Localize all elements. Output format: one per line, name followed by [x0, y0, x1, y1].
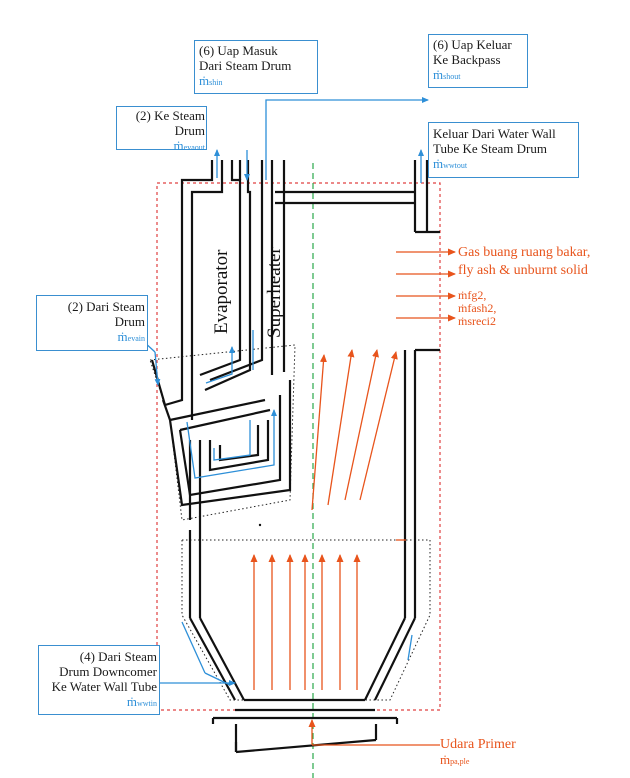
ke-steam-drum-line1: (2) Ke Steam	[135, 108, 205, 123]
dari-steam-drum-box: (2) Dari Steam Drum ṁevain	[36, 295, 148, 351]
keluar-wwt-line1: Keluar Dari Water Wall	[433, 126, 556, 141]
ke-steam-drum-box: (2) Ke Steam Drum ṁevaout	[116, 106, 207, 153]
m-sh-in: ṁshin	[199, 73, 223, 88]
furnace-dotted-outline	[181, 539, 431, 701]
keluar-wwt-box: Keluar Dari Water Wall Tube Ke Steam Dru…	[428, 122, 579, 178]
gas-buang-line2: fly ash & unburnt solid	[458, 263, 588, 278]
keluar-wwt-line2: Tube Ke Steam Drum	[433, 141, 547, 156]
uap-masuk-line2: Dari Steam Drum	[199, 58, 292, 73]
ke-steam-drum-line2: Drum	[174, 123, 205, 138]
dot-marker	[258, 523, 262, 527]
m-eva-out: ṁevaout	[173, 138, 205, 153]
gas-flow-arrows	[250, 248, 456, 746]
downcomer-line2: Drum Downcomer	[59, 664, 157, 679]
m-pa-ple: ṁpa,ple	[440, 752, 470, 767]
uap-keluar-line2: Ke Backpass	[433, 52, 501, 67]
evaporator-label: Evaporator	[211, 249, 232, 334]
downcomer-line3: Ke Water Wall Tube	[51, 679, 157, 694]
m-wwt-in: ṁwwtin	[126, 694, 157, 709]
uap-keluar-line1: (6) Uap Keluar	[433, 37, 512, 52]
dari-steam-drum-line2: Drum	[114, 314, 145, 329]
uap-masuk-box: (6) Uap Masuk Dari Steam Drum ṁshin	[194, 40, 318, 94]
evaporator-dotted-outline	[149, 344, 296, 521]
m-fash2: ṁfash2,	[458, 301, 497, 315]
gas-buang-mass: ṁfg2, ṁfash2, ṁsreci2	[458, 289, 496, 328]
gas-buang-line1: Gas buang ruang bakar,	[458, 245, 591, 260]
dari-steam-drum-line1: (2) Dari Steam	[67, 299, 145, 314]
m-sreci2: ṁsreci2	[458, 314, 496, 328]
gas-buang-label: Gas buang ruang bakar, fly ash & unburnt…	[458, 244, 590, 280]
m-fg2: ṁfg2,	[458, 288, 487, 302]
uap-masuk-line1: (6) Uap Masuk	[199, 43, 278, 58]
boiler-walls	[150, 160, 440, 754]
superheater-label: Superheater	[264, 247, 285, 338]
steam-flow-arrows	[130, 97, 429, 686]
control-volume-boundary	[156, 182, 441, 711]
uap-keluar-box: (6) Uap Keluar Ke Backpass ṁshout	[428, 34, 528, 88]
udara-primer-label: Udara Primer ṁpa,ple	[440, 737, 516, 769]
downcomer-box: (4) Dari Steam Drum Downcomer Ke Water W…	[38, 645, 160, 715]
m-eva-in: ṁevain	[117, 329, 145, 344]
udara-primer-line1: Udara Primer	[440, 737, 516, 752]
m-wwt-out: ṁwwtout	[433, 156, 468, 171]
m-sh-out: ṁshout	[433, 67, 461, 82]
downcomer-line1: (4) Dari Steam	[79, 649, 157, 664]
